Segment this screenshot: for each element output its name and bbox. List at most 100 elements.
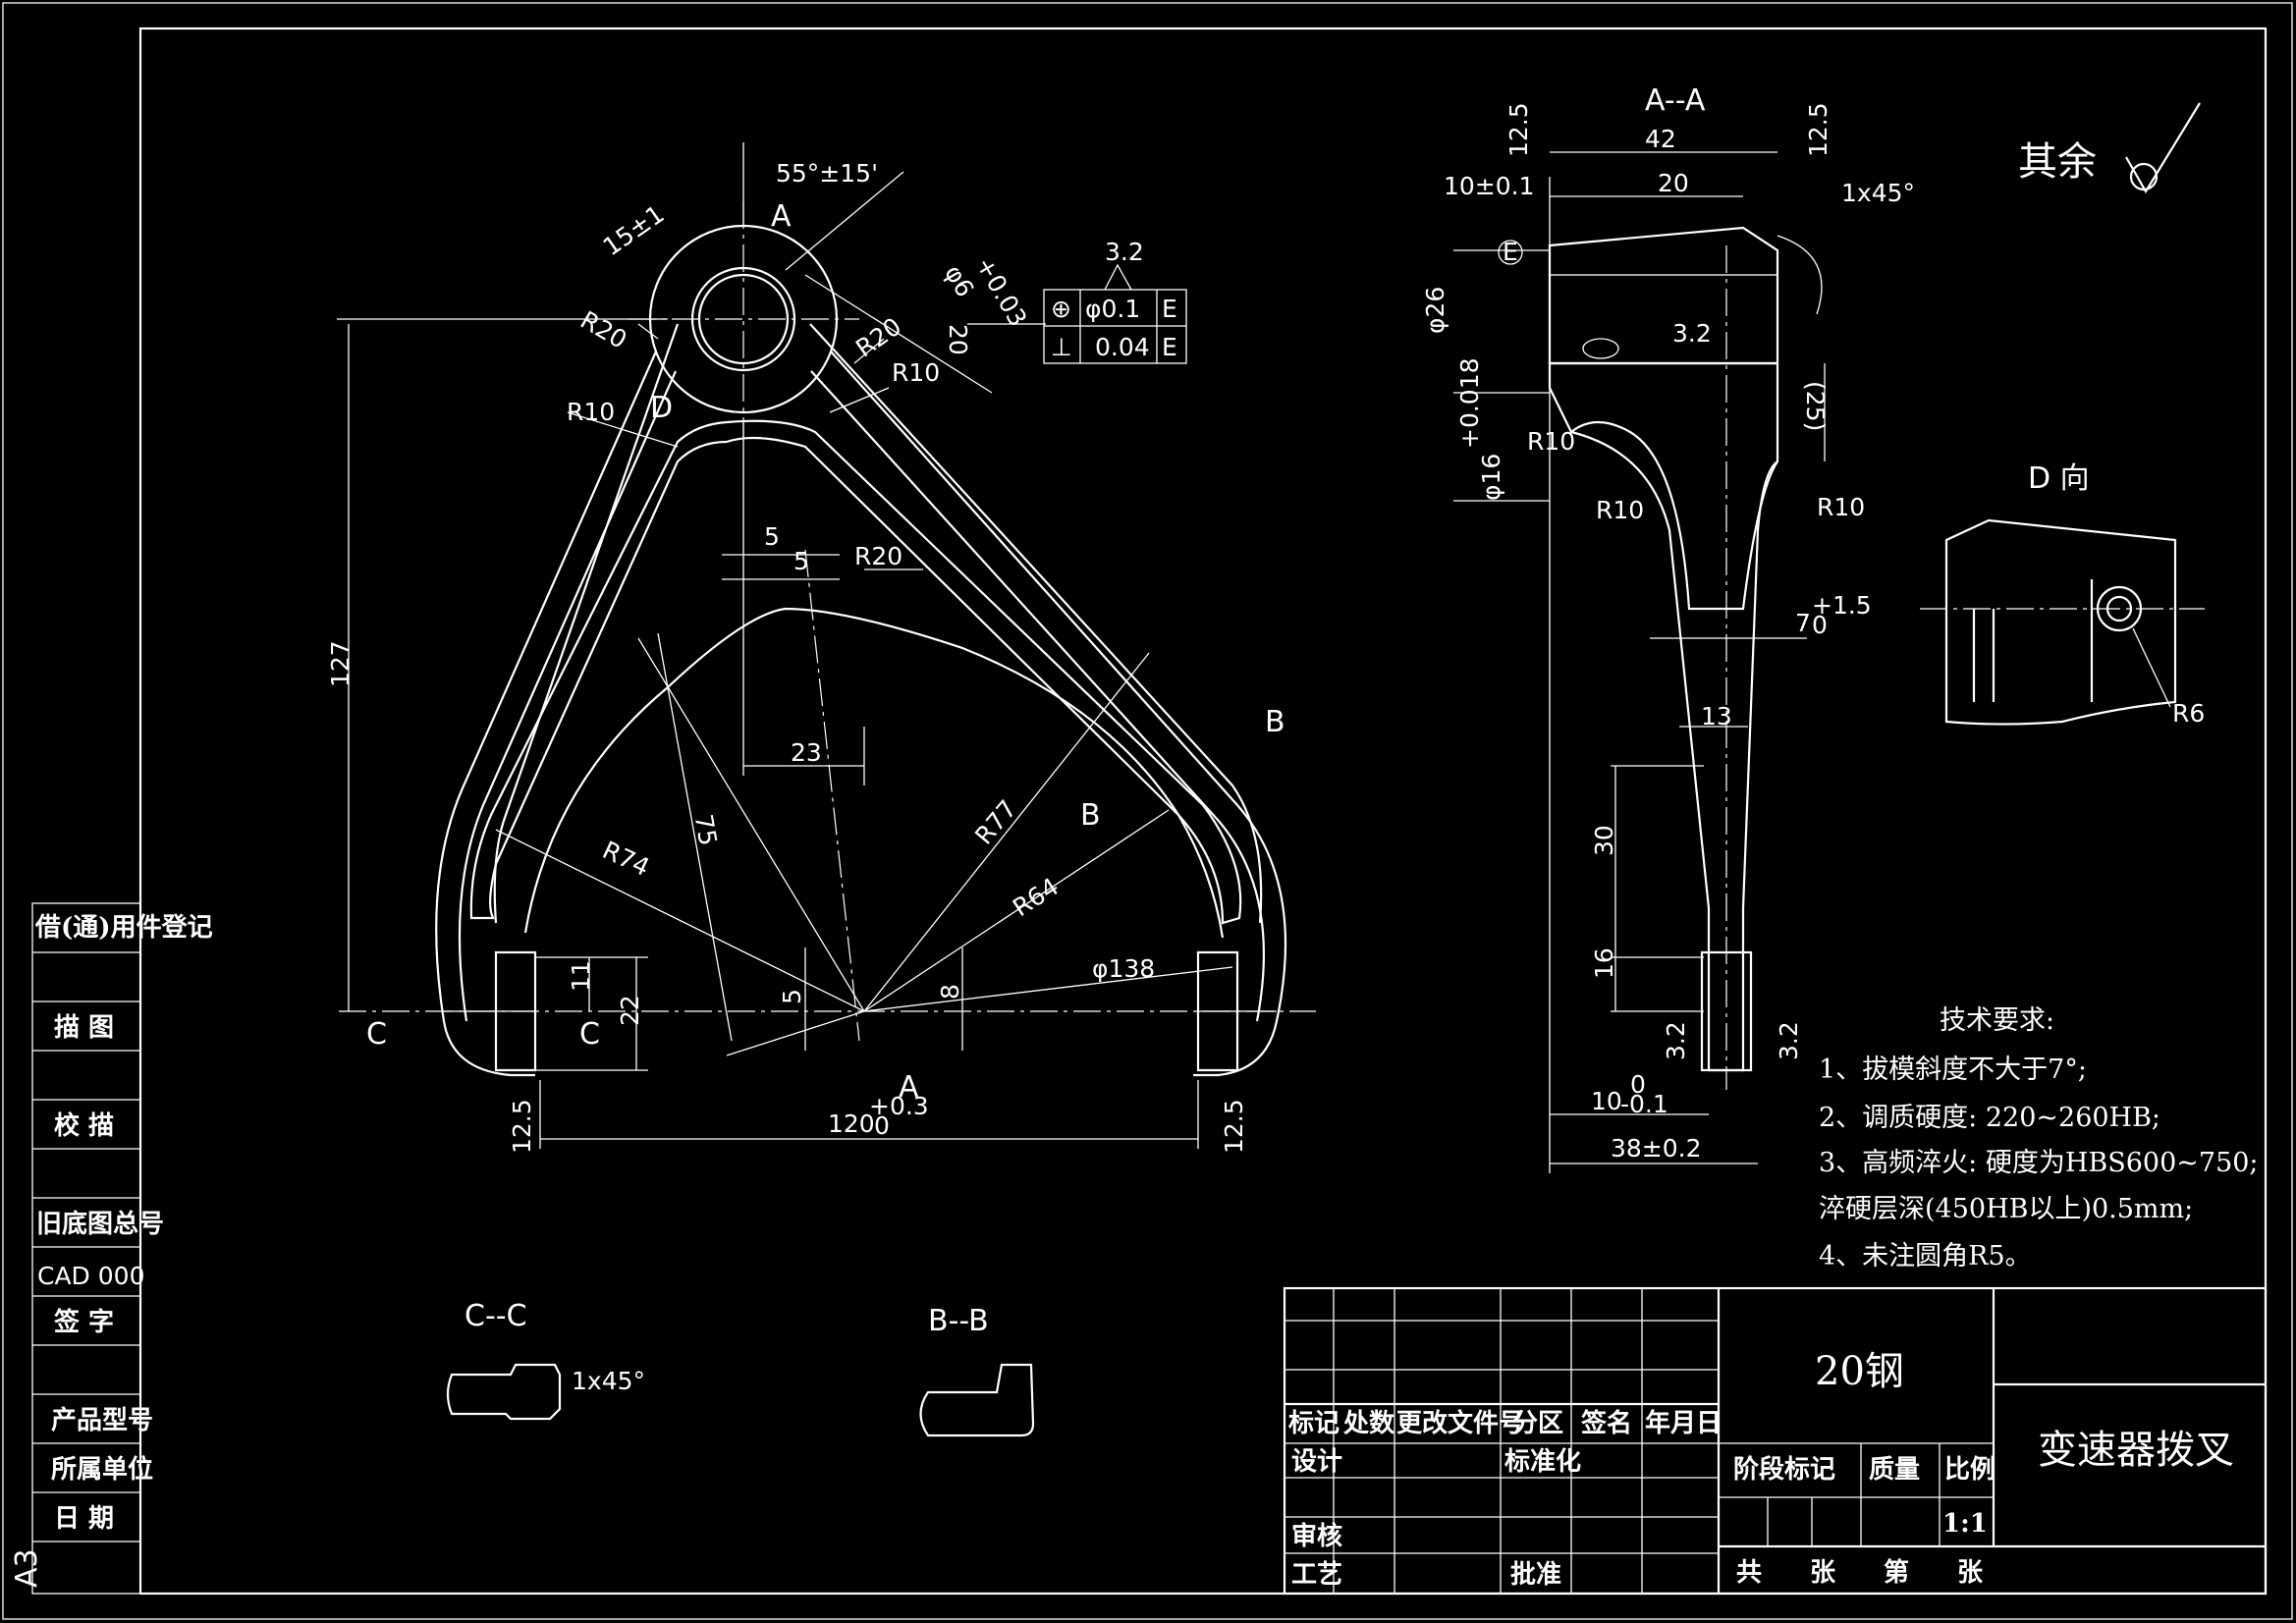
dim-20: 20 [944,324,972,355]
dim-r74: R74 [598,836,654,882]
dim-angle: 55°±15' [776,159,878,188]
dim-8: 8 [936,984,964,1000]
roughness-top: 3.2 [1105,238,1144,266]
tb-part-name: 变速器拨叉 [2038,1428,2234,1473]
aa-rough-mid: 3.2 [1672,319,1712,348]
dim-75: 75 [689,812,723,847]
tb-sheets: 张 [1810,1558,1836,1588]
dim-hole-tol-upper: +0.03 [970,252,1032,332]
aa-r10-a: R10 [1527,427,1575,456]
tb-sheet2: 张 [1957,1558,1984,1588]
dim-120: 120 [828,1109,875,1138]
tb-scale: 1:1 [1942,1509,1988,1539]
mark-b-right: B [1265,705,1285,739]
dim-23: 23 [791,738,822,767]
section-c-c [446,1363,562,1421]
aa-dim-42: 42 [1645,125,1676,153]
surface-finish-other: 其余 [2018,139,2097,185]
mark-b-mid: B [1080,798,1101,833]
aa-datum: E [1503,238,1518,266]
main-view-fork [337,142,1316,1149]
strip-unit: 所属单位 [51,1454,153,1485]
strip-date: 日 期 [54,1504,114,1534]
aa-rough-top-r: 12.5 [1804,102,1832,157]
dim-22: 22 [616,995,644,1026]
dim-r20-c: R20 [854,542,902,570]
tech-item-3: 3、高频淬火: 硬度为HBS600~750; [1819,1148,2259,1178]
strip-trace: 描 图 [54,1013,114,1043]
gdt-datum-2: E [1162,333,1177,361]
aa-r10-b: R10 [1596,496,1644,524]
section-a-a [1453,151,1826,1173]
tb-review: 审核 [1291,1521,1342,1551]
aa-d10-low: 10 [1591,1087,1622,1115]
strip-sign: 签 字 [54,1307,114,1337]
tb-header-sign: 签名 [1581,1408,1632,1438]
left-strip: 借(通)用件登记 描 图 校 描 旧底图总号 CAD 000 签 字 产品型号 … [34,912,213,1534]
strip-old-no: 旧底图总号 [36,1209,164,1239]
dim-120-tol-lower: 0 [874,1111,890,1140]
roughness-right: 12.5 [1220,1099,1248,1154]
strip-check: 校 描 [54,1110,114,1141]
view-d [1920,518,2205,726]
aa-d7-tol-lower: 0 [1812,611,1828,639]
tech-requirements: 技术要求: 1、拔模斜度不大于7°; 2、调质硬度: 220~260HB; 3、… [1819,1005,2259,1271]
aa-chamfer: 1x45° [1841,179,1915,207]
title-block: 20钢 变速器拨叉 标记 处数 更改文件号 分区 签名 年月日 设计 标准化 审… [1288,1349,2234,1590]
mark-c-left: C [366,1017,387,1052]
view-d-r6: R6 [2172,699,2205,728]
tech-item-2: 2、调质硬度: 220~260HB; [1819,1103,2160,1133]
tb-header-count: 处数 [1342,1409,1395,1438]
aa-dim-20: 20 [1658,169,1689,197]
tb-header-doc: 更改文件号 [1396,1408,1524,1438]
tb-stage: 阶段标记 [1733,1454,1835,1485]
dim-r20-a: R20 [575,305,631,354]
dim-127: 127 [326,640,355,687]
dim-dia138: φ138 [1092,954,1155,983]
gdt-symbol-2: ⊥ [1051,333,1072,361]
roughness-left: 12.5 [508,1099,536,1154]
aa-d30: 30 [1590,825,1618,856]
dim-r64: R64 [1008,872,1064,922]
aa-d10-tol-u: 0 [1630,1070,1646,1099]
tb-nth: 第 [1884,1557,1909,1588]
dim-5-b: 5 [793,547,809,575]
dim-r77: R77 [969,794,1022,849]
aa-dim-10: 10±0.1 [1444,172,1535,200]
dim-15: 15±1 [598,199,670,261]
aa-d38: 38±0.2 [1611,1134,1702,1163]
view-d-label: D 向 [2028,461,2090,496]
tb-header-zone: 分区 [1512,1409,1563,1438]
tb-header-date: 年月日 [1645,1408,1722,1438]
gdt-symbol-1: ⊕ [1051,295,1071,323]
aa-d25: (25) [1801,381,1830,431]
aa-rough-top-l: 12.5 [1504,102,1533,157]
dim-120-tol-upper: +0.3 [869,1092,929,1120]
cc-chamfer: 1x45° [572,1367,645,1395]
strip-cad: CAD 000 [37,1262,144,1290]
mark-c-mid: C [579,1017,600,1052]
tech-item-1: 1、拔模斜度不大于7°; [1819,1055,2087,1085]
gdt-frame [1043,263,1187,364]
dim-11: 11 [567,960,595,992]
dim-r10-a: R10 [567,398,615,426]
tb-process: 工艺 [1291,1560,1342,1590]
tb-mass: 质量 [1869,1455,1920,1485]
gdt-value-2: 0.04 [1095,333,1150,361]
tb-material: 20钢 [1815,1349,1904,1394]
gdt-datum-1: E [1162,295,1177,323]
strip-model: 产品型号 [51,1406,153,1435]
aa-d13: 13 [1701,702,1732,730]
tech-title: 技术要求: [1940,1005,2054,1036]
aa-rough-l: 3.2 [1662,1021,1690,1060]
dim-5-c: 5 [778,989,806,1004]
tb-approve: 批准 [1510,1560,1561,1590]
dim-r10-b: R10 [892,358,940,387]
tech-item-5: 4、未注圆角R5。 [1819,1241,2032,1271]
aa-dia16-tol: +0.018 [1455,357,1484,449]
tb-standard: 标准化 [1504,1447,1581,1477]
mark-a-bottom: A [899,1070,919,1105]
aa-d7-tol-upper: +1.5 [1812,591,1872,620]
tb-design: 设计 [1291,1447,1342,1477]
